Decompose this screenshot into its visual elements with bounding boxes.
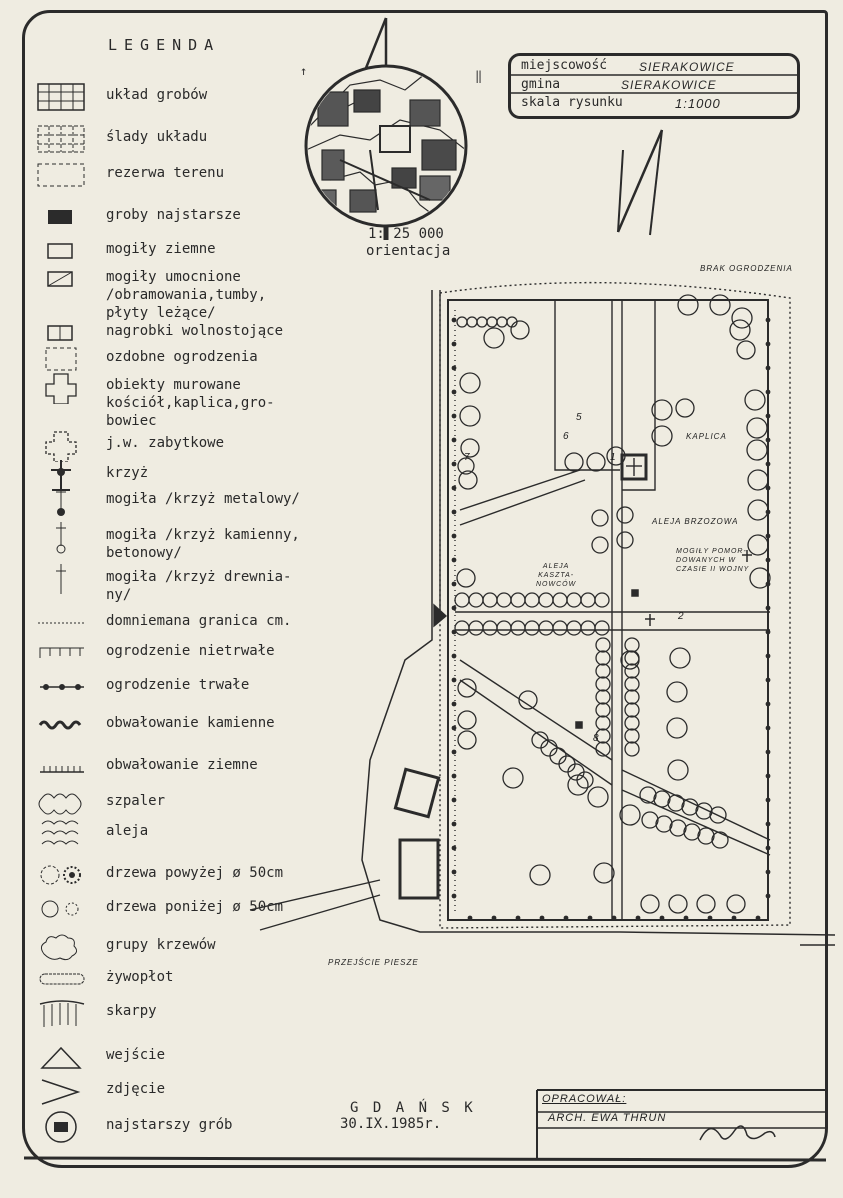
slope-icon	[39, 1000, 85, 1027]
dashed-fence-icon	[45, 347, 77, 371]
dashed-rect-icon	[37, 163, 85, 187]
black-rect-icon	[48, 210, 72, 224]
footer-prepared-label: OPRACOWAŁ:	[542, 1093, 627, 1105]
photo-number: 1	[610, 452, 617, 463]
legend-label: szpaler	[106, 793, 166, 809]
wood-cross-icon	[56, 564, 66, 594]
legend-label: układ grobów	[106, 87, 208, 103]
big-tree-icon	[40, 865, 81, 885]
title-box-lines	[511, 74, 797, 94]
label-no-fence: BRAK OGRODZENIA	[700, 264, 793, 273]
scale-label: skala rysunku	[521, 95, 623, 110]
stone-wall-icon	[38, 720, 82, 730]
legend-label: j.w. zabytkowe	[106, 435, 225, 451]
earth-wall-icon	[40, 766, 84, 773]
footer-place-date: G D A Ń S K 30.IX.1985r.	[340, 1100, 476, 1132]
commune-value: SIERAKOWICE	[621, 78, 717, 92]
living-hedge-icon	[39, 973, 85, 985]
legend-title: LEGENDA	[108, 36, 221, 54]
legend-label: ślady układu	[106, 129, 208, 145]
orientation-scale: 1: 25 000	[368, 226, 444, 242]
legend-label: mogiły umocnione /obramowania,tumby, pły…	[106, 269, 267, 321]
building-icon	[45, 373, 77, 404]
legend-label: groby najstarsze	[106, 207, 241, 223]
label-chapel: KAPLICA	[686, 432, 727, 441]
label-birch-alley: ALEJA BRZOZOWA	[652, 517, 739, 526]
title-box: miejscowość SIERAKOWICE gmina SIERAKOWIC…	[508, 53, 800, 119]
fence	[451, 317, 771, 921]
small-tree-icon	[41, 900, 79, 918]
legend-label: mogiła /krzyż kamienny, betonowy/	[106, 527, 300, 561]
legend-label: mogiła /krzyż metalowy/	[106, 491, 300, 507]
entrance-icon	[40, 1046, 82, 1069]
legend-label: ogrodzenie trwałe	[106, 677, 250, 693]
photo-number: 7	[464, 452, 471, 463]
slash-rect-icon	[47, 271, 73, 287]
legend-label: zdjęcie	[106, 1081, 166, 1097]
commune-label: gmina	[521, 77, 561, 92]
legend-label: mogiła /krzyż drewnia- ny/	[106, 569, 292, 603]
legend-label: najstarszy grób	[106, 1117, 233, 1133]
legend-label: ogrodzenie nietrwałe	[106, 643, 275, 659]
legend-label: domniemana granica cm.	[106, 613, 292, 629]
footer-author: ARCH. EWA THRUN	[548, 1112, 667, 1124]
alley-icon	[41, 820, 79, 845]
orientation-label: orientacja	[366, 243, 451, 259]
legend-label: drzewa powyżej ø 50cm	[106, 865, 284, 881]
label-pedestrian-crossing: PRZEJŚCIE PIESZE	[328, 958, 419, 967]
stone-cross-icon	[56, 522, 66, 554]
photo-number: 6	[563, 431, 570, 442]
legend-label: żywopłot	[106, 969, 174, 985]
footer-date: 30.IX.1985r.	[340, 1116, 442, 1132]
grid-icon	[37, 83, 85, 111]
place-value: SIERAKOWICE	[639, 60, 735, 74]
legend-label: obiekty murowane kościół,kaplica,gro- bo…	[106, 377, 275, 429]
oldest-grave-icon	[45, 1111, 77, 1143]
legend-label: grupy krzewów	[106, 937, 216, 953]
photo-number: 8	[593, 733, 600, 744]
legend-label: obwałowanie ziemne	[106, 757, 258, 773]
trees	[454, 294, 771, 914]
metal-cross-icon	[56, 486, 66, 516]
photo-number: 5	[576, 412, 583, 423]
temp-fence-icon	[39, 647, 84, 658]
legend-label: nagrobki wolnostojące	[106, 323, 284, 339]
sheet-frame	[22, 10, 828, 1168]
perm-fence-icon	[40, 684, 84, 690]
footer-city: G D A Ń S K	[350, 1100, 476, 1116]
photo-number: 2	[678, 611, 685, 622]
scale-value: 1:1000	[675, 96, 721, 111]
rect-icon	[47, 243, 73, 259]
legend-label: mogiły ziemne	[106, 241, 216, 257]
label-pomeranian-graves: MOGIŁY POMOR- DOWANYCH W CZASIE II WOJNY	[676, 548, 750, 573]
dashed-grid-icon	[37, 125, 85, 153]
hedge-row-icon	[38, 793, 82, 815]
legend-label: rezerwa terenu	[106, 165, 225, 181]
legend-label: obwałowanie kamienne	[106, 715, 275, 731]
place-label: miejscowość	[521, 58, 608, 73]
label-chestnut-alley: ALEJA KASZTA- NOWCÓW	[536, 563, 577, 588]
shrub-icon	[40, 934, 78, 961]
legend-label: drzewa poniżej ø 50cm	[106, 899, 284, 915]
legend-label: skarpy	[106, 1003, 157, 1019]
tomb-icon	[47, 325, 73, 341]
legend-label: ozdobne ogrodzenia	[106, 349, 258, 365]
photo-icon	[41, 1079, 81, 1105]
legend-label: wejście	[106, 1047, 166, 1063]
legend-label: krzyż	[106, 465, 149, 481]
legend-label: aleja	[106, 823, 149, 839]
historic-building-icon	[45, 431, 77, 462]
